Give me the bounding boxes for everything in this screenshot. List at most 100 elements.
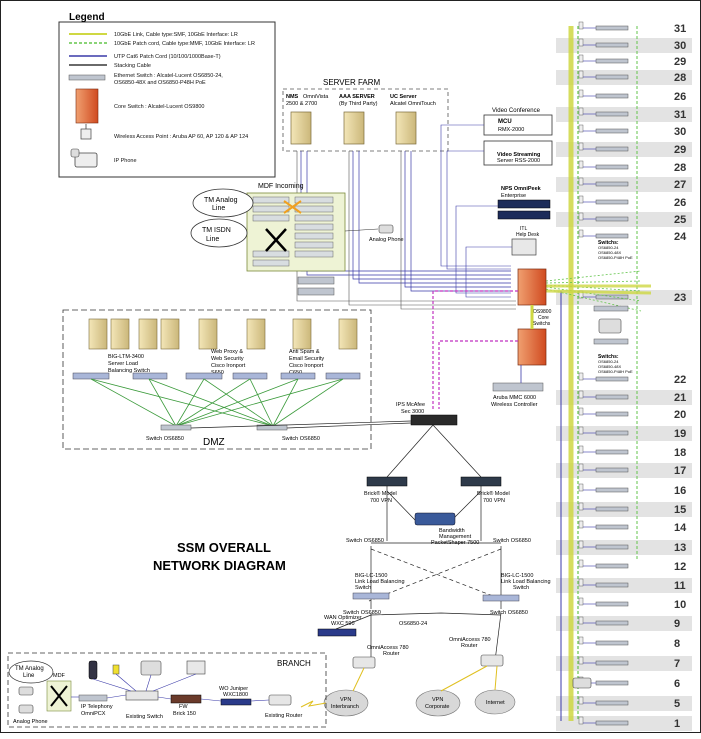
branch-existing-switch: Existing Switch: [126, 714, 163, 720]
access-point-icon: [578, 54, 584, 63]
note2-l1: OS6850-24: [598, 359, 619, 364]
floor-switch: [595, 640, 629, 646]
vpn-inter-l1: VPN: [340, 697, 351, 703]
aruba-line1: Aruba MMC 6000: [493, 395, 536, 401]
wan-opt-l1: WAN Optimizer: [324, 615, 362, 621]
dmz-label: DMZ: [203, 437, 225, 448]
big-ltm-l3: Balancing Switch: [108, 368, 150, 374]
floor-switch: [595, 294, 629, 300]
floor-number: 24: [674, 231, 687, 243]
cloud-tm-isdn-l1: TM ISDN: [202, 227, 231, 234]
brick-vpn-left: Brick® Model 700 VPN: [364, 476, 408, 504]
note1-l2: OS6850-48X: [598, 250, 621, 255]
web-proxy-l1: Web Proxy &: [211, 349, 243, 355]
floor-number: 16: [674, 485, 686, 497]
title-line2: NETWORK DIAGRAM: [153, 558, 286, 573]
anti-spam-l3: Cisco Ironport: [289, 363, 324, 369]
ip-phone-icon: [598, 318, 622, 334]
floor-number: 9: [674, 618, 680, 630]
access-point-icon: [578, 578, 584, 587]
llb-right: BIG-LC-1500 Link Load Balancing Switch: [482, 573, 551, 602]
pbx-icon: [78, 694, 108, 702]
floor-switch: [595, 544, 629, 550]
anti-spam-l1: Anti Spam &: [289, 349, 320, 355]
itl-helpdesk: ITL Help Desk: [511, 226, 540, 256]
server-farm-label: SERVER FARM: [323, 78, 381, 87]
access-point-icon: [578, 616, 584, 625]
floor-switch: [595, 376, 629, 382]
floor-switch: [595, 487, 629, 493]
brick-vpn-right: Brick® Model 700 VPN: [460, 476, 510, 504]
wan-optimizer: WAN Optimizer WXC 590: [317, 615, 362, 637]
floor-switch: [595, 199, 629, 205]
omniaccess-left: OmniAccess 780 Router: [352, 645, 409, 669]
floor-number: 23: [674, 292, 686, 304]
core-switch-icon: [75, 88, 99, 124]
floor-switch: [595, 720, 629, 726]
floor-number: 1: [674, 718, 680, 730]
ethernet-switch-icon: [68, 74, 106, 81]
access-point-icon: [578, 407, 584, 416]
switchs-note-2: Switchs: OS6850-24 OS6850-48X OS6850-P48…: [598, 354, 633, 374]
cloud-tm-analog-l2: Line: [212, 205, 225, 212]
floor-column: 3130292826313029282726252423222120191817…: [556, 21, 692, 731]
llb-left: BIG-LC-1500 Link Load Balancing Switch: [352, 573, 405, 600]
access-point-icon: [578, 142, 584, 151]
brick-right-l2: 700 VPN: [483, 498, 505, 504]
floor-switch: [595, 111, 629, 117]
sw-mid-right: Switch OS6850: [493, 538, 531, 544]
core-switch-icon: [517, 268, 547, 306]
floor-switch: [595, 506, 629, 512]
floor-number: 28: [674, 162, 686, 174]
dmz-switch-right: Switch OS6850: [282, 436, 320, 442]
dmz-links: [90, 378, 344, 427]
vss-model: Server RSS-2000: [497, 158, 540, 164]
legend-item-0: 10GbE Link, Cable type:SMF, 10GbE Interf…: [114, 32, 238, 38]
branch-wo-l2: WXC1800: [223, 692, 248, 698]
firewall-icon: [460, 476, 502, 487]
floor-switch: [595, 601, 629, 607]
mdf-patch-icon: [283, 200, 302, 214]
analog-phone-icon: [378, 224, 394, 234]
access-point-icon: [578, 160, 584, 169]
firewall-icon: [170, 694, 202, 704]
floor-switch: [595, 128, 629, 134]
floor-switch: [595, 430, 629, 436]
mcu-model: RMX-2000: [498, 127, 524, 133]
omni-right-l2: Router: [461, 643, 478, 649]
cloud-tm-isdn-l2: Line: [206, 236, 219, 243]
mdf-switch: [297, 276, 335, 296]
big-ltm-l1: BIG-LTM-3400: [108, 354, 144, 360]
mdf-cross-icon: [265, 228, 287, 252]
cloud-vpn-corporate: VPN Corporate: [415, 689, 461, 717]
access-point-icon: [578, 426, 584, 435]
floor-number: 25: [674, 214, 686, 226]
sw-mid-left: Switch OS6850: [346, 538, 384, 544]
llb-left-l2: Link Load Balancing: [355, 579, 405, 585]
server-sub1-1: (By Third Party): [339, 101, 378, 107]
ips-l1: IPS McAfee: [396, 402, 425, 408]
itl-line2: Help Desk: [516, 232, 540, 238]
server-sub2-0: 2500 & 2700: [286, 101, 317, 107]
floor-number: 26: [674, 197, 686, 209]
nps-line1: NPS OmniPeek: [501, 186, 542, 192]
omni-left-l1: OmniAccess 780: [367, 645, 409, 651]
nps-line2: Enterprise: [501, 193, 526, 199]
vss-name: Video Streaming: [497, 152, 540, 158]
floor-switch: [595, 58, 629, 64]
access-point-icon: [578, 696, 584, 705]
access-point-icon: [578, 38, 584, 47]
branch-fw-l2: Brick 150: [173, 711, 196, 717]
floor-number: 7: [674, 658, 680, 670]
branch-tm-l1: TM Analog: [15, 666, 44, 672]
floor-switch: [595, 25, 629, 31]
branch-fw-l1: FW: [179, 704, 188, 710]
sw-low-right: Switch OS6850: [490, 610, 528, 616]
llb-right-l1: BIG-LC-1500: [501, 573, 533, 579]
floor-number: 6: [674, 678, 680, 690]
core-to-ips-links: [432, 290, 518, 409]
server-icon: [88, 318, 358, 350]
access-point-icon: [578, 656, 584, 665]
analog-phone-icon: [18, 686, 34, 696]
